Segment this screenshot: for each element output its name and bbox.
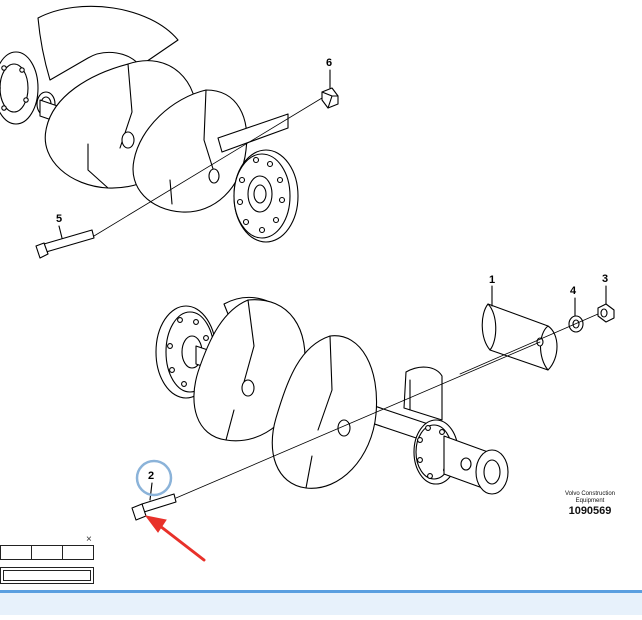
top-nut	[322, 88, 338, 108]
mini-panel-input-inner	[3, 570, 91, 581]
bottom-bolt	[132, 494, 176, 520]
red-arrow-icon	[146, 516, 204, 560]
nut-part	[598, 304, 614, 322]
callout-6: 6	[326, 57, 332, 69]
callout-2: 2	[148, 470, 154, 482]
mini-panel-cell[interactable]	[1, 546, 32, 559]
top-bolt	[36, 230, 94, 258]
mini-panel-input[interactable]	[0, 567, 94, 584]
bottom-stub-shaft	[444, 436, 508, 494]
part-number: 1090569	[540, 505, 640, 518]
callout-3: 3	[602, 273, 608, 285]
callout-4: 4	[570, 285, 576, 297]
callout-5: 5	[56, 213, 62, 225]
mini-panel: ×	[0, 535, 96, 587]
status-bar	[0, 590, 642, 615]
brand-line-1: Volvo Construction	[540, 491, 640, 498]
close-icon[interactable]: ×	[86, 535, 92, 545]
brand-block: Volvo Construction Equipment 1090569	[540, 491, 640, 518]
mini-panel-cell[interactable]	[32, 546, 63, 559]
top-right-flange	[234, 150, 298, 242]
mini-panel-row	[0, 545, 94, 560]
brand-line-2: Equipment	[540, 498, 640, 505]
callout-1: 1	[489, 274, 495, 286]
